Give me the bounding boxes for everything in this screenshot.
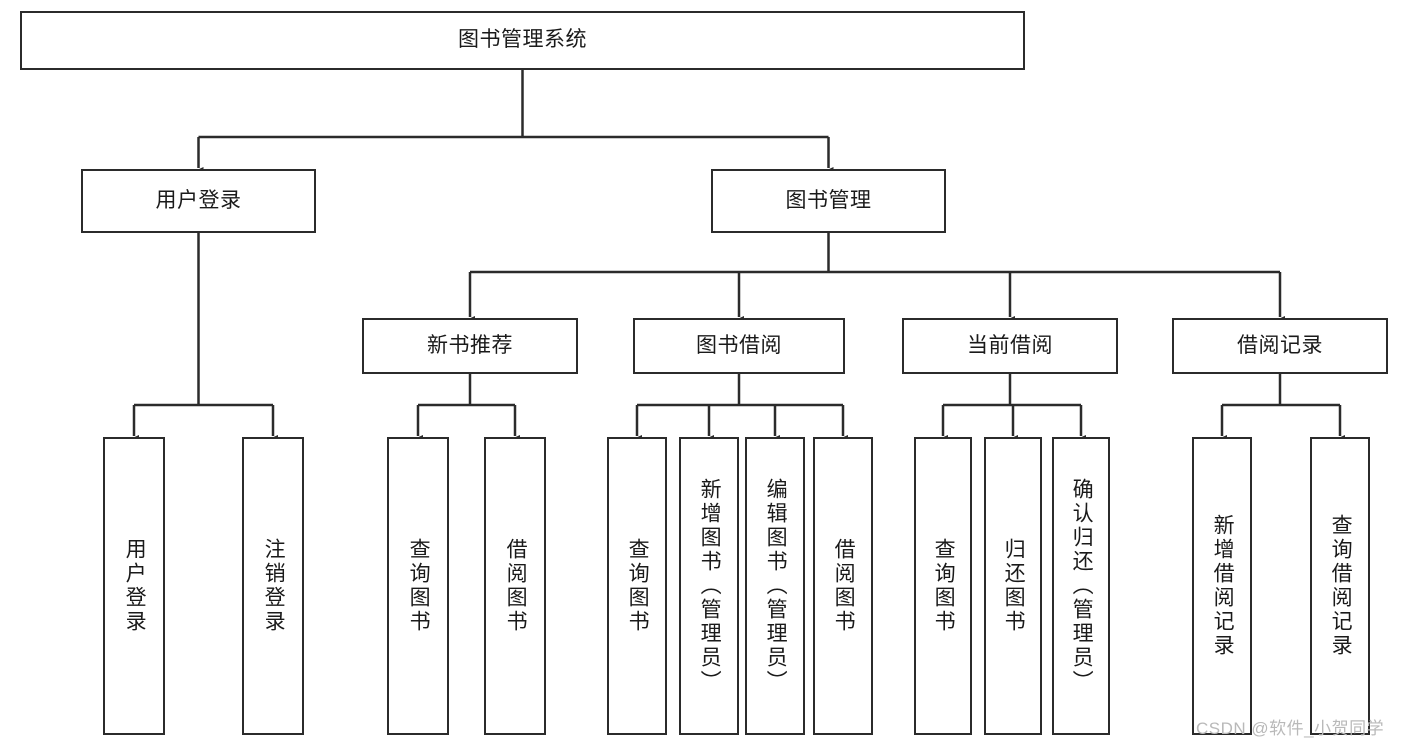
node-newbook[interactable]: 新书推荐 xyxy=(362,318,578,374)
node-label: 借阅图书 xyxy=(832,538,856,634)
node-label: 图书借阅 xyxy=(696,333,782,357)
node-label: 注销登录 xyxy=(262,538,286,634)
node-label: 新增图书（管理员） xyxy=(698,478,722,694)
node-label: 用户登录 xyxy=(155,188,242,212)
node-l-query3[interactable]: 查询图书 xyxy=(914,437,972,735)
node-label: 查询图书 xyxy=(932,538,956,634)
node-l-queryrec[interactable]: 查询借阅记录 xyxy=(1310,437,1370,735)
node-l-confirm[interactable]: 确认归还（管理员） xyxy=(1052,437,1110,735)
node-label: 编辑图书（管理员） xyxy=(764,478,788,694)
node-record[interactable]: 借阅记录 xyxy=(1172,318,1388,374)
node-l-login[interactable]: 用户登录 xyxy=(103,437,165,735)
node-label: 新增借阅记录 xyxy=(1211,514,1235,658)
node-l-add[interactable]: 新增图书（管理员） xyxy=(679,437,739,735)
node-label: 查询图书 xyxy=(626,538,650,634)
node-borrow[interactable]: 图书借阅 xyxy=(633,318,845,374)
node-l-query2[interactable]: 查询图书 xyxy=(607,437,667,735)
node-label: 借阅记录 xyxy=(1237,333,1323,357)
node-label: 图书管理 xyxy=(785,188,872,212)
node-bookmgmt[interactable]: 图书管理 xyxy=(711,169,946,233)
node-label: 查询借阅记录 xyxy=(1329,514,1353,658)
node-label: 用户登录 xyxy=(123,538,147,634)
node-label: 确认归还（管理员） xyxy=(1070,478,1094,694)
node-l-edit[interactable]: 编辑图书（管理员） xyxy=(745,437,805,735)
node-l-borrow2[interactable]: 借阅图书 xyxy=(813,437,873,735)
csdn-watermark: CSDN @软件_小贺同学 xyxy=(1196,719,1385,738)
node-l-query1[interactable]: 查询图书 xyxy=(387,437,449,735)
node-l-addrec[interactable]: 新增借阅记录 xyxy=(1192,437,1252,735)
node-label: 当前借阅 xyxy=(967,333,1053,357)
node-label: 新书推荐 xyxy=(427,333,513,357)
node-l-borrow1[interactable]: 借阅图书 xyxy=(484,437,546,735)
node-label: 图书管理系统 xyxy=(458,28,587,52)
node-current[interactable]: 当前借阅 xyxy=(902,318,1118,374)
node-l-return[interactable]: 归还图书 xyxy=(984,437,1042,735)
node-label: 归还图书 xyxy=(1002,538,1026,634)
node-login[interactable]: 用户登录 xyxy=(81,169,316,233)
node-l-logout[interactable]: 注销登录 xyxy=(242,437,304,735)
node-label: 查询图书 xyxy=(407,538,431,634)
node-root[interactable]: 图书管理系统 xyxy=(20,11,1025,70)
node-label: 借阅图书 xyxy=(504,538,528,634)
